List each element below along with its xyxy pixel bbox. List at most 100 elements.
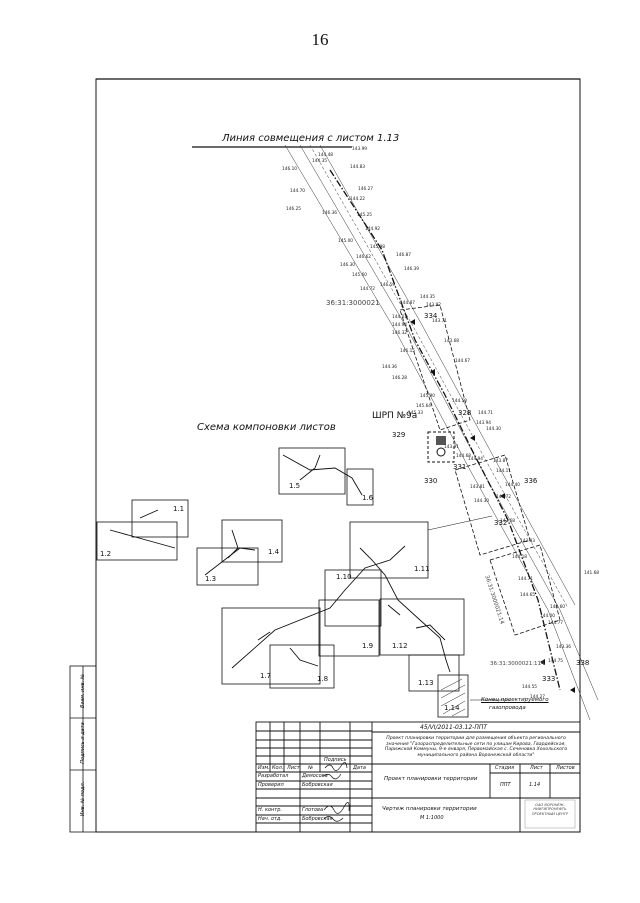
sheet-label: 1.12 (392, 642, 408, 650)
elevation-label: 143.92 (426, 303, 442, 308)
elevation-label: 144.11 (496, 469, 512, 474)
scheme-title: Схема компоновки листов (197, 422, 336, 433)
elevation-label: 144.92 (365, 227, 381, 232)
elevation-label: 144.83 (350, 165, 366, 170)
parcel-number: 36:31:3000021 (326, 299, 380, 307)
name-checker: Бобровская (302, 782, 333, 788)
elevation-label: 144.35 (420, 295, 436, 300)
sheet-label: 1.7 (260, 672, 272, 680)
elevation-label: 143.68 (500, 519, 516, 524)
sheet-label: 1.2 (100, 550, 112, 558)
sheet-label: 1.5 (289, 482, 301, 490)
elevation-label: 143.36 (556, 645, 572, 650)
elevation-label: 144.18 (512, 555, 528, 560)
elevation-label: 143.83 (520, 539, 536, 544)
elevation-label: 145.60 (352, 273, 368, 278)
elevation-label: 146.27 (358, 187, 374, 192)
elevation-label: 144.72 (360, 287, 376, 292)
page-number: 16 (311, 30, 329, 49)
elevation-label: 145.64 (416, 404, 432, 409)
elevation-label: 144.30 (486, 427, 502, 432)
role-dept-head: Нач. отд. (258, 816, 282, 822)
plot-number: 329 (392, 431, 406, 439)
elevation-label: 145.90 (420, 394, 436, 399)
elevation-label: 144.01 (392, 315, 408, 320)
elevation-label: 144.94 (468, 457, 484, 462)
plot-number: 336 (524, 477, 538, 485)
elevation-label: 145.25 (357, 213, 373, 218)
elevation-label: 146.25 (286, 207, 302, 212)
elevation-label: 144.70 (290, 189, 306, 194)
sheet-label: 1.8 (317, 675, 329, 683)
header-date: Дата (353, 765, 366, 771)
plot-number: 330 (424, 477, 438, 485)
elevation-label: 143.87 (493, 459, 509, 464)
role-developer: Разработал (258, 773, 289, 779)
elevation-label: 146.62 (356, 255, 372, 260)
elevation-label: 144.48 (318, 153, 334, 158)
elevation-label: 145.33 (408, 411, 424, 416)
elevation-label: 144.27 (530, 695, 546, 700)
header-list: Лист (287, 765, 300, 771)
name-norm-control: Глотова (302, 807, 324, 813)
sheet-label: 1.14 (444, 704, 460, 712)
name-developer: Демосова (302, 773, 328, 779)
elevation-label: 144.55 (522, 685, 538, 690)
name-dept-head: Бобровская (302, 816, 333, 822)
elevation-label: 146.39 (404, 267, 420, 272)
elevation-label: 143.99 (352, 147, 368, 152)
alignment-title: Линия совмещения с листом 1.13 (222, 133, 400, 144)
elevation-label: 143.81 (470, 485, 486, 490)
header-izm: Изм. (258, 765, 270, 771)
elevation-label: 146.15 (400, 349, 416, 354)
end-note-line-2: газопровода (489, 705, 526, 711)
signatures (323, 762, 350, 822)
plot-number: 338 (576, 659, 590, 667)
sheet-header: Лист (530, 765, 543, 771)
sheet-label: 1.9 (362, 642, 374, 650)
elevation-label: 143.68 (444, 339, 460, 344)
scheme-routes (109, 454, 451, 673)
station-shrp-9a (427, 431, 455, 463)
elevation-label: 144.71 (478, 411, 494, 416)
doc-code: 45/VI/2011-03.12-ППТ (420, 724, 488, 731)
elevation-label: 141.68 (584, 571, 600, 576)
plot-number: 332 (494, 519, 508, 527)
pipeline-markers (410, 319, 575, 693)
elevation-label: 144.30 (474, 499, 490, 504)
end-note-line-1: Конец проектируемого (481, 697, 549, 703)
elevation-label: 143.91 (444, 445, 460, 450)
sheet-label: 1.6 (362, 494, 374, 502)
plot-number: 328 (458, 409, 472, 417)
elevation-label: 144.22 (350, 197, 366, 202)
org-name: ОАО ВОРОНЕЖ-НИИГИПРОНЕФТЬ ПРОЕКТНЫЙ ЦЕНТ… (531, 803, 569, 816)
sheet-label: 1.3 (205, 575, 217, 583)
elevation-label: 144.77 (548, 621, 564, 626)
elevation-label: 144.50 (452, 399, 468, 404)
parcel-number: 36:31:3000021:114 (490, 661, 545, 667)
org-logo (524, 799, 576, 829)
sheet-value: 1.14 (529, 782, 541, 788)
elevation-label: 145.00 (338, 239, 354, 244)
sheet-1-14-hatch (440, 678, 466, 717)
elevation-label: 146.87 (396, 253, 412, 258)
elevation-label: 144.67 (455, 359, 471, 364)
elevation-label: 144.36 (382, 365, 398, 370)
elevation-label: 144.72 (496, 495, 512, 500)
elevation-label: 144.71 (518, 577, 534, 582)
title-block-frame (255, 721, 581, 833)
section-title: Проект планировки территории (384, 776, 478, 782)
sheet-label: 1.11 (414, 565, 430, 573)
station-label: ШРП №9а (372, 411, 418, 421)
elevation-label: 146.36 (322, 211, 338, 216)
sheet-frame (95, 78, 581, 833)
header-sign: Подпись (324, 757, 347, 763)
elevation-label: 144.35 (312, 159, 328, 164)
elevation-label: 144.40 (505, 483, 521, 488)
elevation-label: 146.32 (392, 331, 408, 336)
drawing-scale: М 1:1000 (420, 815, 444, 821)
plot-number: 331 (453, 463, 467, 471)
elevation-label: 144.00 (540, 614, 556, 619)
sheet-label: 1.10 (336, 573, 352, 581)
drawing-title: Чертеж планировки территории (382, 806, 477, 812)
